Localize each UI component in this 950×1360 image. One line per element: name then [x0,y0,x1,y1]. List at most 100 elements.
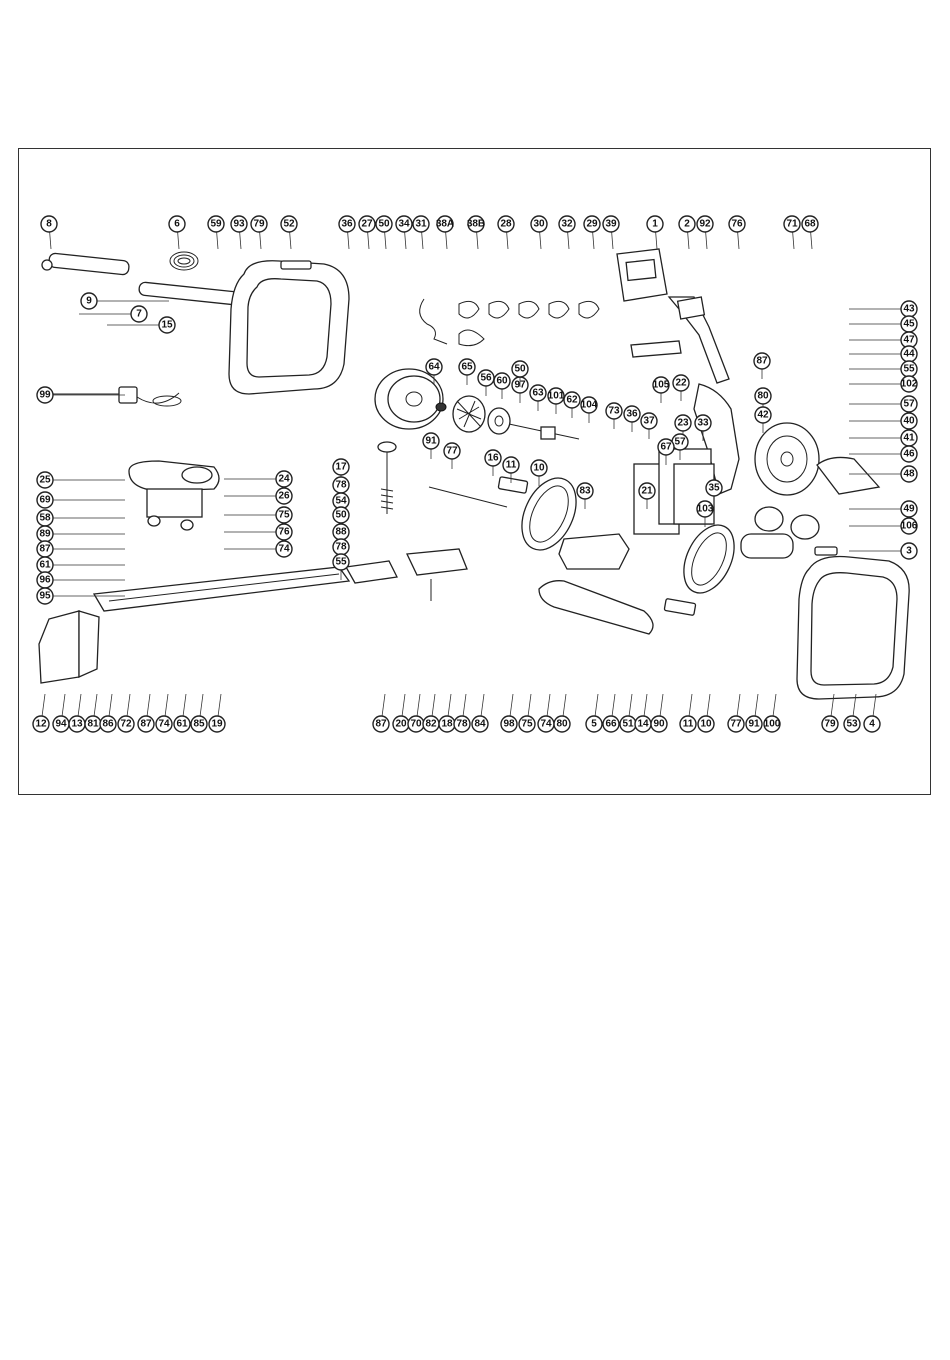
callout-78: 78 [453,693,471,733]
parts-drawing [38,248,910,700]
callout-29: 29 [583,215,601,250]
callout-number: 78 [456,719,468,730]
callout-41: 41 [849,429,918,447]
callout-circle [130,305,148,323]
callout-number: 20 [395,719,407,730]
callout-10: 10 [697,693,715,733]
callout-80: 80 [754,387,772,414]
callout-circle [900,517,918,535]
callout-24: 24 [224,470,293,488]
chain-cover-part [816,456,881,495]
callout-circle [471,715,489,733]
callout-circle [80,292,98,310]
callout-circle [422,432,440,450]
callout-circle [900,412,918,430]
callout-circle [36,587,54,605]
callout-number: 55 [335,557,347,568]
callout-72: 72 [117,693,135,733]
pulley-part [487,407,580,440]
callout-circle [358,215,376,233]
callout-circle [207,215,225,233]
callout-number: 36 [341,219,353,230]
callout-16: 16 [484,449,502,476]
callout-number: 60 [496,376,508,387]
callout-33: 33 [694,414,712,441]
callout-circle [547,387,565,405]
callout-48: 48 [849,465,918,483]
callout-number: 63 [532,388,544,399]
seat-bracket-part [344,548,468,601]
callout-number: 74 [278,544,290,555]
callout-64: 64 [425,358,443,385]
callout-75: 75 [224,506,293,524]
callout-43: 43 [849,300,918,318]
callout-number: 54 [335,496,347,507]
handle-bar-part [630,340,682,358]
callout-36: 36 [338,215,356,250]
callout-circle [467,215,485,233]
callout-number: 18 [441,719,453,730]
callout-number: 35 [708,483,720,494]
callout-circle [275,506,293,524]
callout-number: 46 [903,449,915,460]
callout-63: 63 [529,384,547,411]
callout-number: 26 [278,491,290,502]
callout-number: 50 [335,510,347,521]
callout-1: 1 [646,215,664,250]
callout-46: 46 [849,445,918,463]
callout-number: 61 [176,719,188,730]
callout-74: 74 [537,693,555,733]
callout-67: 67 [657,438,675,465]
callout-number: 10 [700,719,712,730]
callout-number: 57 [903,399,915,410]
callout-number: 87 [756,356,768,367]
callout-56: 56 [477,369,495,396]
exploded-parts-diagram: 8659937952362750343138A38B28303229391292… [32,215,918,733]
callout-number: 76 [731,219,743,230]
callout-number: 103 [697,504,714,515]
callout-circle [745,715,763,733]
callout-circle [117,715,135,733]
callout-number: 101 [548,391,565,402]
callout-70: 70 [407,693,425,733]
callout-34: 34 [395,215,413,250]
callout-circle [332,553,350,571]
callout-circle [754,406,772,424]
callout-circle [696,500,714,518]
front-stabilizer-part [38,610,100,684]
callout-number: 72 [120,719,132,730]
callout-number: 36 [626,409,638,420]
callout-47: 47 [849,331,918,349]
callout-circle [652,376,670,394]
callout-circle [453,715,471,733]
callout-number: 105 [653,380,670,391]
callout-36: 36 [623,405,641,432]
callout-circle [672,374,690,392]
callout-circle [375,215,393,233]
callout-99: 99 [36,386,125,404]
callout-circle [674,414,692,432]
callout-circle [36,386,54,404]
callout-60: 60 [493,372,511,399]
power-adapter-part [118,386,182,407]
callout-53: 53 [843,693,861,733]
callout-87: 87 [36,540,125,558]
callout-circle [338,215,356,233]
callout-circle [694,414,712,432]
callout-45: 45 [849,315,918,333]
callout-9: 9 [80,292,169,310]
callout-81: 81 [84,693,102,733]
callout-number: 12 [35,719,47,730]
callout-35: 35 [705,479,723,506]
callout-59: 59 [207,215,225,250]
callout-number: 38B [467,219,485,230]
callout-number: 77 [730,719,742,730]
callout-circle [484,449,502,467]
callout-98: 98 [500,693,518,733]
callout-circle [863,715,881,733]
callout-number: 78 [335,480,347,491]
callout-11: 11 [679,693,697,733]
